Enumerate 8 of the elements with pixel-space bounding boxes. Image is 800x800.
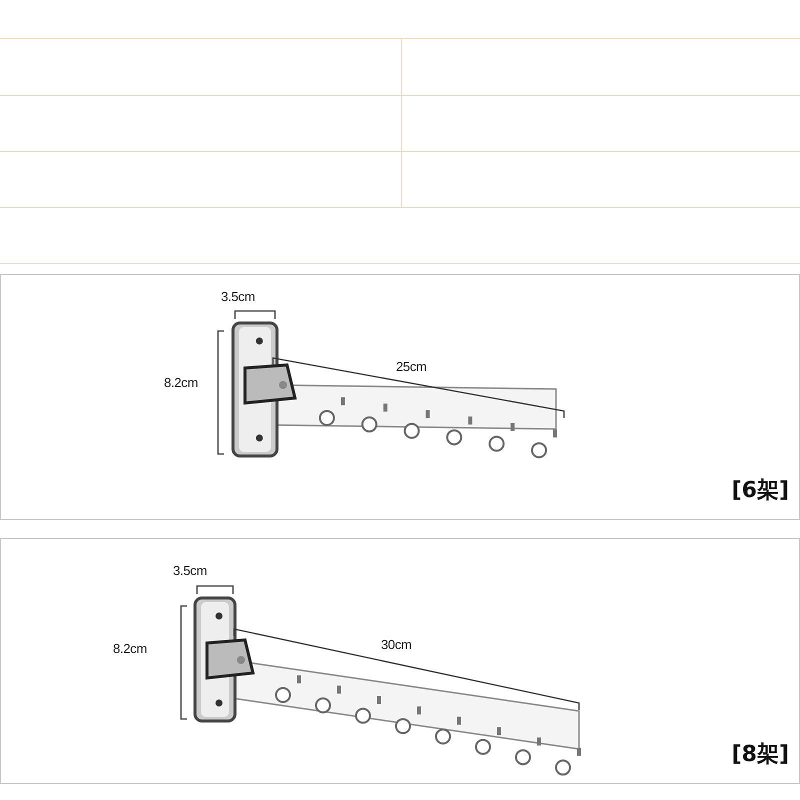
quantity-label: [8架] — [732, 741, 789, 769]
dimension-label: 25cm — [396, 359, 427, 374]
dimension-label: 3.5cm — [173, 563, 207, 578]
quantity-label: [6架] — [732, 477, 789, 505]
dimension-label: 30cm — [381, 637, 412, 652]
dimension-label: 3.5cm — [221, 289, 255, 304]
dimension-label: 8.2cm — [113, 641, 147, 656]
dimension-label: 8.2cm — [164, 375, 198, 390]
